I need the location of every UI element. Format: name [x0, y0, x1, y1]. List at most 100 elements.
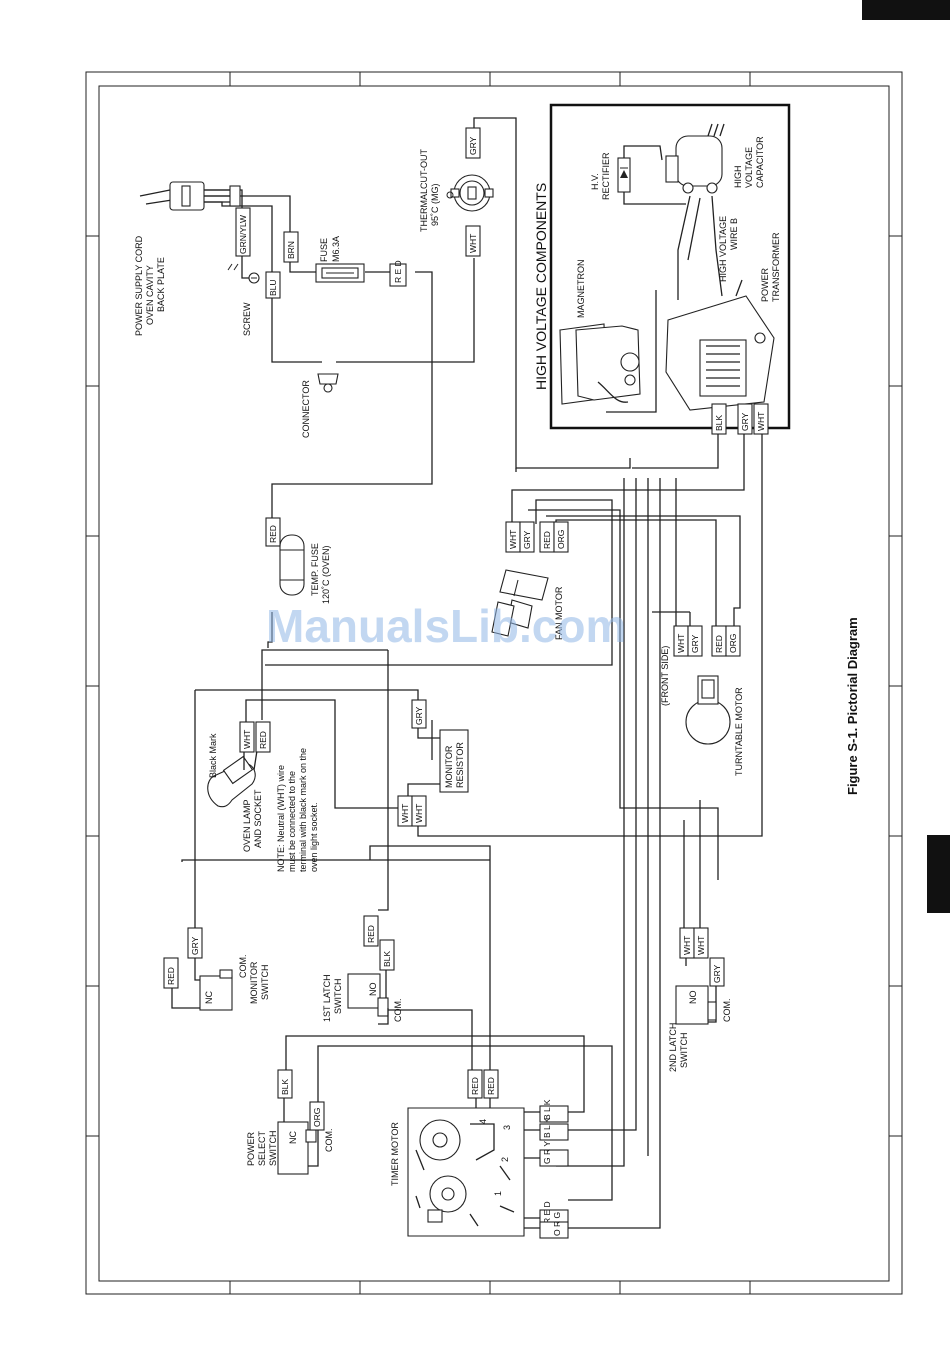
tag-gry-tt: GRY: [690, 634, 700, 653]
power-select-label-3: SWITCH: [268, 1131, 278, 1167]
back-plate-label-1: OVEN CAVITY: [145, 265, 155, 325]
power-select-label-1: POWER: [246, 1131, 256, 1166]
latch1-com: COM.: [393, 999, 403, 1023]
tag-wht-thermal: WHT: [468, 234, 478, 253]
capacitor-label-1: HIGH: [733, 166, 743, 189]
tag-red-latch1: RED: [366, 925, 376, 943]
outer-frame: [85, 71, 903, 1295]
magnetron-label: MAGNETRON: [576, 260, 586, 319]
terminal-3: 3: [502, 1125, 512, 1130]
fan-motor: [491, 569, 549, 637]
tag-org-tt: ORG: [728, 634, 738, 653]
transformer-label-2: TRANSFORMER: [771, 232, 781, 302]
power-select-label-2: SELECT: [257, 1130, 267, 1166]
terminal-2: 2: [500, 1157, 510, 1162]
tag-blk-timer-1: B L K: [542, 1099, 552, 1120]
latch2-no: NO: [688, 991, 698, 1005]
temp-fuse-label-2: 120˚C (OVEN): [321, 545, 331, 604]
tag-wht-latch2-2: WHT: [696, 936, 706, 955]
monitor-resistor-label-1: MONITOR: [444, 745, 454, 788]
capacitor-label-3: CAPACITOR: [755, 136, 765, 188]
hv-rectifier: [617, 145, 686, 205]
tag-blk-hv: BLK: [714, 415, 724, 431]
tag-red-lamp: RED: [258, 731, 268, 749]
turntable-label: TURNTABLE MOTOR: [734, 687, 744, 776]
tag-gry-monitor: GRY: [190, 936, 200, 955]
timer-motor: [407, 1107, 525, 1237]
tag-red-fan: RED: [542, 531, 552, 549]
latch2-switch: [675, 985, 717, 1025]
turntable-motor: [685, 675, 731, 745]
note-line-3: terminal with black mark on the: [298, 748, 308, 872]
tag-wht-lamp: WHT: [242, 730, 252, 749]
fuse-label-2: M6.3A: [331, 236, 341, 262]
tag-gry-timer: G R Y: [542, 1141, 552, 1164]
latch1-label-2: SWITCH: [333, 979, 343, 1015]
back-plate-label-2: BACK PLATE: [156, 257, 166, 312]
fan-motor-label: FAN MOTOR: [554, 586, 564, 640]
thermal-label-2: 95˚C (MG): [430, 183, 440, 226]
tag-org-select: ORG: [312, 1108, 322, 1127]
magnetron: [559, 323, 641, 405]
monitor-resistor: [407, 728, 469, 796]
tag-blk-timer-2: B L K: [542, 1117, 552, 1138]
page-corner-tab: [862, 0, 950, 20]
tag-wht-hv: WHT: [756, 412, 766, 431]
power-cord-plug: [169, 181, 241, 211]
tag-brn: BRN: [286, 241, 296, 259]
tag-blk-select: BLK: [280, 1079, 290, 1095]
tag-red-timer-1: RED: [470, 1077, 480, 1095]
tag-red-fuse: R E D: [393, 260, 403, 283]
note-line-2: must be connected to the: [287, 771, 297, 872]
monitor-resistor-label-2: RESISTOR: [455, 742, 465, 788]
monitor-switch-label-2: SWITCH: [260, 965, 270, 1001]
hv-wire-label-1: HIGH VOLTAGE: [718, 216, 728, 282]
latch2-label-1: 2ND LATCH: [668, 1023, 678, 1072]
frame-ticks: [86, 72, 902, 1294]
power-select-nc: NC: [288, 1131, 298, 1144]
tag-gry-thermal: GRY: [468, 136, 478, 155]
tag-red-timer-2: RED: [486, 1077, 496, 1095]
power-select-switch: [277, 1121, 317, 1175]
thermal-mark-icon: [446, 191, 454, 199]
tag-wht-resistor-1: WHT: [400, 804, 410, 823]
latch1-label-1: 1ST LATCH: [322, 974, 332, 1022]
fuse: [315, 263, 365, 283]
tag-wht-tt: WHT: [676, 634, 686, 653]
hv-wire-label-2: WIRE B: [729, 218, 739, 250]
tag-org-fan: ORG: [556, 530, 566, 549]
power-select-com: COM.: [324, 1129, 334, 1153]
tag-red-temp: RED: [268, 525, 278, 543]
rectifier-label-2: RECTIFIER: [601, 152, 611, 200]
capacitor-label-2: VOLTAGE: [744, 147, 754, 188]
tag-grn-ylw: GRN/YLW: [238, 215, 248, 254]
power-transformer: [606, 279, 775, 413]
hv-components-title: HIGH VOLTAGE COMPONENTS: [533, 183, 549, 390]
tag-gry-latch2: GRY: [712, 964, 722, 983]
power-cord-label: POWER SUPPLY CORD: [134, 235, 144, 336]
tag-red-timer-3: R E D: [542, 1201, 552, 1224]
temp-fuse-label-1: TEMP. FUSE: [310, 543, 320, 596]
tag-wht-resistor-2: WHT: [414, 804, 424, 823]
tag-gry-hv: GRY: [740, 412, 750, 431]
rectifier-label-1: H.V.: [590, 173, 600, 190]
hv-capacitor: [665, 123, 725, 194]
note-line-1: NOTE: Neutral (WHT) wire: [276, 765, 286, 872]
tag-gry-resistor: GRY: [414, 706, 424, 725]
latch1-switch: [347, 973, 389, 1025]
latch2-label-2: SWITCH: [679, 1033, 689, 1069]
terminal-4: 4: [478, 1119, 488, 1124]
monitor-switch: [199, 969, 233, 1011]
hv-components-box: [549, 103, 791, 430]
oven-lamp-label-1: OVEN LAMP: [242, 799, 252, 852]
monitor-switch-com: COM.: [238, 955, 248, 979]
thermal-label-1: THERMALCUT-OUT: [419, 148, 429, 232]
oven-lamp-label-2: AND SOCKET: [253, 789, 263, 848]
thermal-cutout: [450, 174, 494, 212]
monitor-switch-nc: NC: [204, 991, 214, 1004]
tag-gry-fan: GRY: [522, 530, 532, 549]
screw-icon: [227, 263, 260, 284]
tag-blk-latch1: BLK: [382, 951, 392, 967]
